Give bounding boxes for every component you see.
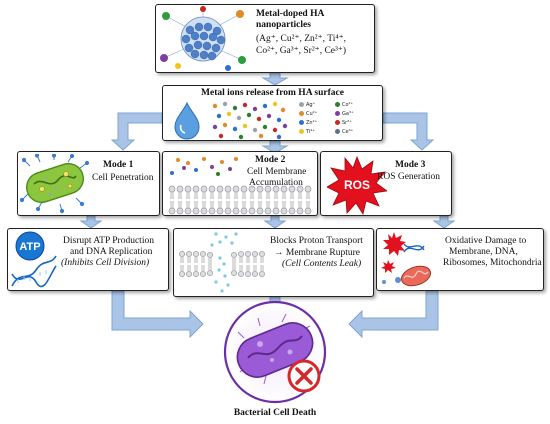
- ion-list-line1: (Ag⁺, Cu²⁺, Zn²⁺, Ti⁴⁺,: [256, 34, 347, 44]
- effect3-line2: Membrane, DNA,: [449, 247, 518, 257]
- mode3-subtitle: ROS Generation: [377, 172, 441, 182]
- ion-list-line2: Co²⁺, Ga³⁺, Sr²⁺, Ce³⁺): [256, 46, 347, 56]
- legend-item: Zn²⁺: [299, 120, 317, 126]
- effect2-line3: (Cell Contents Leak): [282, 259, 362, 269]
- arrow-effect1-to-outcome: [111, 290, 204, 339]
- legend-item: Ti⁴⁺: [299, 129, 315, 135]
- arrow-release-to-mode2: [261, 140, 289, 154]
- effect1-line3: (Inhibits Cell Division): [61, 258, 150, 268]
- nanoparticle-title-line1: Metal-doped HA: [256, 9, 325, 19]
- ion-release-title: Metal ions release from HA surface: [201, 88, 344, 98]
- effect3-box: Oxidative Damage to Membrane, DNA, Ribos…: [376, 228, 544, 291]
- nanoparticle-title-line2: nanoparticles: [256, 20, 311, 30]
- ros-burst-icon: ROS: [327, 155, 387, 215]
- outcome-label: Bacterial Cell Death: [233, 408, 317, 418]
- legend-item: Ag⁺: [299, 102, 315, 108]
- mode2-title: Mode 2: [255, 155, 286, 165]
- atp-dna-icon: ATP: [11, 231, 57, 288]
- ros-label: ROS: [344, 178, 370, 192]
- effect2-box: Blocks Proton Transport → Membrane Ruptu…: [173, 228, 374, 297]
- arrow-mode2-to-effect2: [263, 215, 287, 229]
- legend-item: Co²⁺: [335, 102, 353, 108]
- legend-item: Ga³⁺: [335, 111, 354, 117]
- effect1-line2: and DNA Replication: [70, 247, 153, 257]
- arrow-mode3-to-effect3: [432, 215, 456, 229]
- arrow-release-to-mode3: [382, 112, 435, 151]
- membrane-rupture-icon: [179, 232, 265, 293]
- effect2-line1: Blocks Proton Transport: [270, 236, 363, 246]
- mode3-title: Mode 3: [395, 160, 426, 170]
- effect3-line3: Ribosomes, Mitochondria: [443, 258, 542, 268]
- mode3-box: ROS Mode 3 ROS Generation: [320, 151, 452, 216]
- effect2-line2: → Membrane Rupture: [274, 248, 361, 258]
- water-drop-icon: [174, 101, 200, 140]
- ion-scatter-icon: [212, 101, 288, 140]
- arrow-effect3-to-outcome: [348, 290, 439, 339]
- mode1-subtitle: Cell Penetration: [92, 173, 154, 183]
- arrow-mode1-to-effect1: [79, 215, 103, 229]
- dead-bacterium-illustration: [223, 300, 327, 404]
- mode2-box: Mode 2 Cell Membrane Accumulation: [162, 151, 318, 216]
- legend-item: Sr²⁺: [335, 120, 352, 126]
- lipid-bilayer-icon: [168, 157, 312, 215]
- ion-release-box: Metal ions release from HA surface Ag⁺ C…: [162, 85, 383, 141]
- mode2-subtitle-line1: Cell Membrane: [247, 167, 307, 177]
- mode1-box: Mode 1 Cell Penetration: [17, 151, 160, 216]
- nanoparticle-box: Metal-doped HA nanoparticles (Ag⁺, Cu²⁺,…: [155, 4, 375, 73]
- legend-item: Cu²⁺: [299, 111, 317, 117]
- nanoparticle-cluster-icon: [160, 6, 246, 71]
- oxidative-damage-icon: [381, 232, 432, 287]
- atp-label: ATP: [19, 241, 40, 253]
- arrow-top-to-release: [261, 72, 289, 86]
- bacterium-icon: [20, 154, 90, 214]
- mode2-subtitle-line2: Accumulation: [249, 178, 303, 188]
- effect1-line1: Disrupt ATP Production: [63, 236, 154, 246]
- effect1-box: ATP Disrupt ATP Production and DNA Repli…: [7, 228, 169, 291]
- effect3-line1: Oxidative Damage to: [445, 236, 527, 246]
- mode1-title: Mode 1: [103, 160, 134, 170]
- legend-item: Ce³⁺: [335, 129, 353, 135]
- arrow-release-to-mode1: [110, 112, 163, 151]
